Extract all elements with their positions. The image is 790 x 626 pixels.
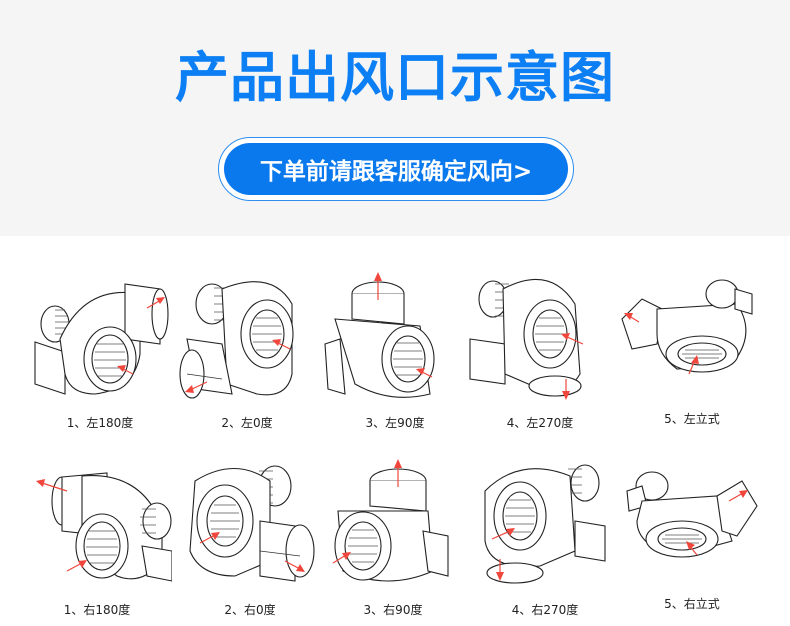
fan-right-180-icon [36, 472, 172, 582]
orientation-label: 5、左立式 [664, 412, 720, 426]
fan-left-vertical-icon [621, 279, 753, 375]
contact-service-button[interactable]: 下单前请跟客服确定风向> [218, 137, 574, 201]
fan-right-90-icon [332, 459, 449, 582]
orientation-right-vertical: 5、右立式 [617, 451, 767, 626]
orientation-right-180: 1、右180度 [22, 451, 172, 626]
fan-left-270-icon [469, 278, 584, 400]
orientation-label: 1、左180度 [66, 416, 134, 430]
fan-left-0-icon [179, 281, 294, 399]
orientation-left-vertical: 5、左立式 [617, 264, 767, 439]
orientation-right-90: 3、右90度 [318, 451, 468, 626]
orientation-left-180: 1、左180度 [25, 264, 175, 439]
orientation-label: 5、右立式 [664, 597, 720, 611]
orientation-label: 3、左90度 [365, 416, 425, 430]
orientation-left-90: 3、左90度 [320, 264, 470, 439]
contact-service-label: 下单前请跟客服确定风向> [224, 143, 568, 195]
orientation-left-270: 4、左270度 [465, 264, 615, 439]
orientation-label: 1、右180度 [63, 603, 131, 617]
fan-right-vertical-icon [626, 471, 758, 558]
orientation-label: 3、右90度 [363, 603, 423, 617]
header-banner: 产品出风口示意图 下单前请跟客服确定风向> [0, 0, 790, 236]
orientation-label: 4、右270度 [511, 603, 579, 617]
orientation-label: 2、左0度 [221, 416, 273, 430]
outlet-orientation-grid: 1、左180度 2、左0度 [0, 236, 790, 626]
fan-left-90-icon [324, 272, 435, 398]
fan-left-180-icon [34, 283, 169, 395]
orientation-right-270: 4、右270度 [470, 451, 620, 626]
orientation-label: 4、左270度 [506, 416, 574, 430]
orientation-left-0: 2、左0度 [172, 264, 322, 439]
orientation-right-0: 2、右0度 [175, 451, 325, 626]
orientation-label: 2、右0度 [224, 603, 276, 617]
fan-right-270-icon [484, 464, 606, 584]
fan-right-0-icon [189, 465, 315, 582]
page-title: 产品出风口示意图 [175, 46, 615, 109]
